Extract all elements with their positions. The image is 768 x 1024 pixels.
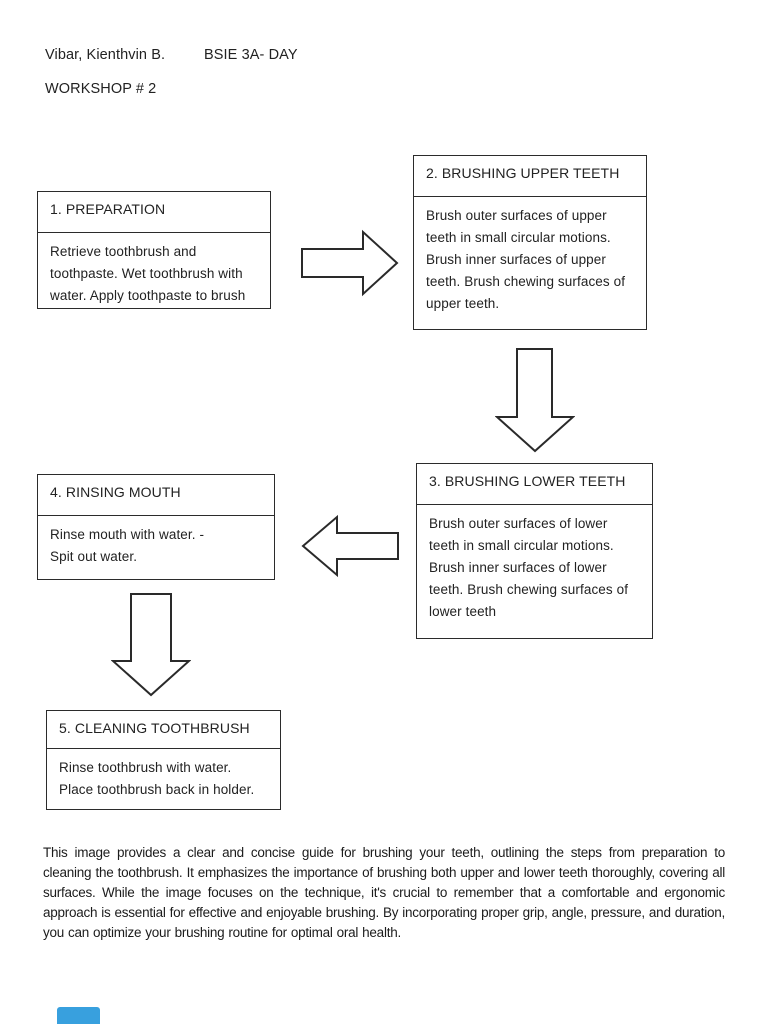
step-box-preparation: 1. PREPARATION Retrieve toothbrush and t… — [37, 191, 271, 309]
step-title: 3. BRUSHING LOWER TEETH — [417, 464, 652, 505]
step-box-brushing-lower-teeth: 3. BRUSHING LOWER TEETH Brush outer surf… — [416, 463, 653, 639]
step-title: 5. CLEANING TOOTHBRUSH — [47, 711, 280, 749]
step-box-brushing-upper-teeth: 2. BRUSHING UPPER TEETH Brush outer surf… — [413, 155, 647, 330]
step-body: Brush outer surfaces of lower teeth in s… — [429, 516, 629, 619]
summary-paragraph: This image provides a clear and concise … — [43, 845, 725, 940]
step-box-cleaning-toothbrush: 5. CLEANING TOOTHBRUSH Rinse toothbrush … — [46, 710, 281, 810]
step-body: Rinse toothbrush with water. Place tooth… — [59, 760, 255, 797]
step-title: 1. PREPARATION — [38, 192, 270, 233]
partial-blue-button[interactable] — [57, 1007, 100, 1024]
step-body: Rinse mouth with water. - Spit out water… — [50, 527, 205, 564]
workshop-title: WORKSHOP # 2 — [45, 81, 157, 97]
arrow-left-icon — [300, 514, 400, 578]
arrow-right-icon — [300, 228, 400, 298]
arrow-down-icon — [111, 592, 191, 697]
step-title: 4. RINSING MOUTH — [38, 475, 274, 516]
student-name: Vibar, Kienthvin B. — [45, 47, 166, 63]
step-title: 2. BRUSHING UPPER TEETH — [414, 156, 646, 197]
step-body: Retrieve toothbrush and toothpaste. Wet … — [50, 244, 246, 303]
step-box-rinsing-mouth: 4. RINSING MOUTH Rinse mouth with water.… — [37, 474, 275, 580]
arrow-down-icon — [495, 347, 575, 453]
step-body: Brush outer surfaces of upper teeth in s… — [426, 208, 626, 311]
course-section: BSIE 3A- DAY — [204, 47, 298, 63]
